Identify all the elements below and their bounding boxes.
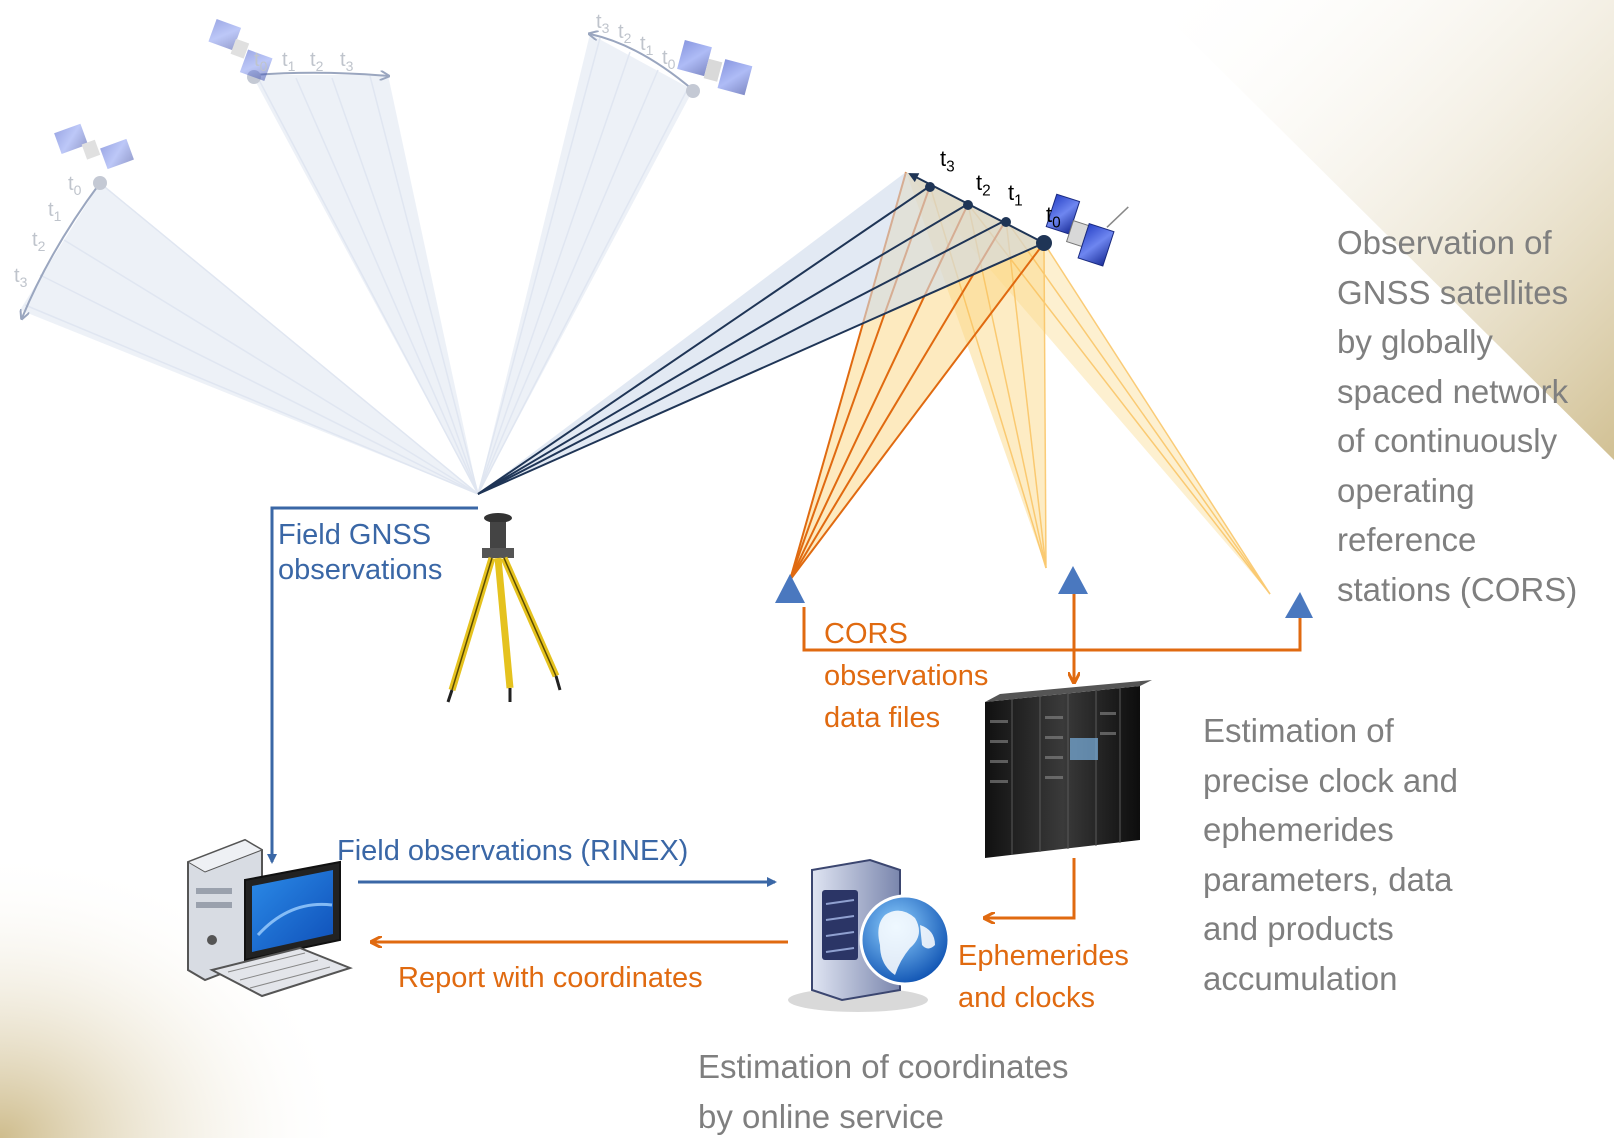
time-label-t0: t0 — [1046, 202, 1061, 232]
reference-station-triangle-icon — [775, 574, 805, 603]
time-label-t2: t2 — [976, 170, 991, 200]
estimation-clock-label: Estimation of precise clock and ephemeri… — [1203, 712, 1458, 997]
reference-station-triangle-icon — [1058, 566, 1088, 594]
cors-collector — [802, 593, 1302, 918]
gnss-receiver-tripod-icon — [446, 513, 562, 703]
active-trajectory — [908, 173, 1052, 251]
time-label-t0: t0 — [662, 47, 676, 72]
report-label: Report with coordinates — [398, 962, 703, 994]
ephemerides-label: Ephemerides and clocks — [958, 940, 1129, 1015]
reference-station-triangle-icon — [1285, 592, 1313, 618]
web-server-icon — [788, 858, 951, 1012]
time-label-t1: t1 — [1008, 180, 1023, 210]
field-gnss-label: Field GNSS observations — [278, 519, 443, 586]
satellite-icon — [1045, 193, 1129, 267]
time-label-t1: t1 — [48, 199, 62, 224]
satellite-icon — [208, 18, 273, 81]
time-label-t0: t0 — [68, 173, 82, 198]
historic-trajectories — [22, 34, 700, 318]
satellite-icon — [54, 123, 134, 170]
field-gnss-connector — [267, 506, 478, 864]
desktop-computer-icon — [186, 838, 353, 998]
cors-network-label: Observation of GNSS satellites by global… — [1337, 224, 1578, 608]
time-label-t2: t2 — [32, 229, 46, 254]
time-label-t1: t1 — [282, 49, 296, 74]
field-beams — [477, 172, 1045, 495]
time-label-t3: t3 — [940, 146, 955, 176]
estimation-coords-label: Estimation of coordinates by online serv… — [698, 1048, 1069, 1135]
time-label-t3: t3 — [340, 49, 354, 74]
server-rack-icon — [985, 680, 1152, 858]
time-label-t3: t3 — [14, 265, 28, 290]
field-rinex-label: Field observations (RINEX) — [337, 835, 689, 867]
satellite-icon — [677, 39, 753, 96]
time-label-t3: t3 — [596, 11, 610, 36]
time-label-t2: t2 — [310, 49, 324, 74]
time-label-t0: t0 — [254, 49, 268, 74]
cors-files-label: CORS observations data files — [824, 618, 989, 735]
time-label-t1: t1 — [640, 33, 654, 58]
time-label-t2: t2 — [618, 21, 632, 46]
historic-beams — [20, 34, 693, 495]
